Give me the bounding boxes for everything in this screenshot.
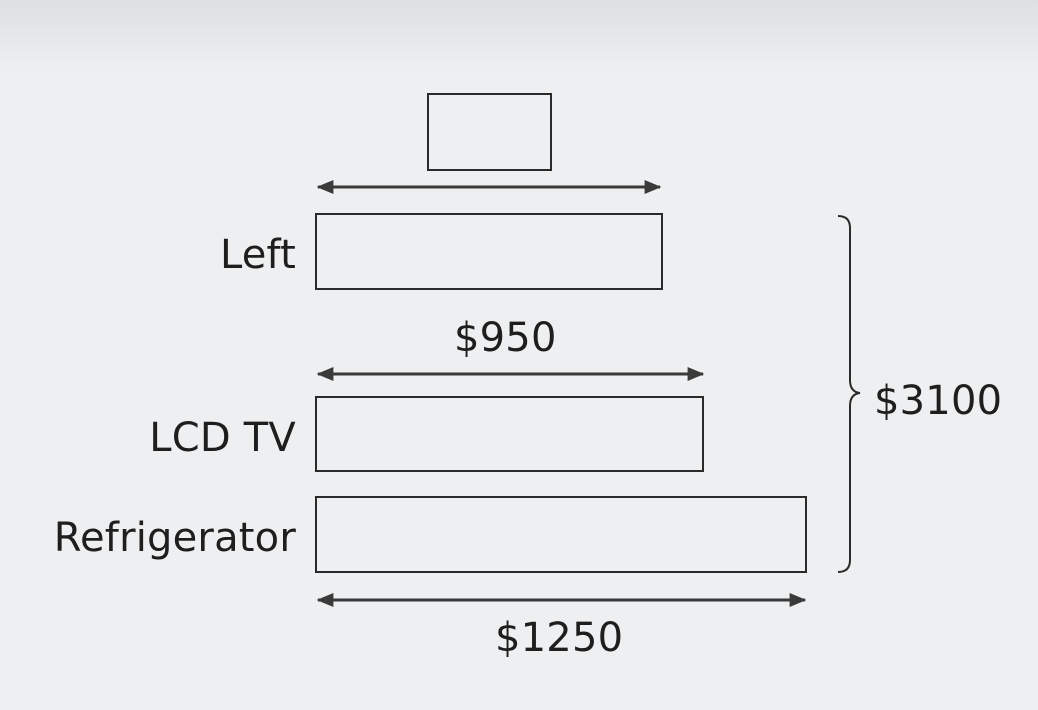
left-bar: [315, 213, 663, 290]
total-brace: [837, 215, 861, 573]
left-label: Left: [219, 232, 296, 278]
total-amount: $3100: [874, 378, 1003, 424]
tv-bar: [315, 396, 704, 472]
unit-box: [427, 93, 552, 171]
scan-background: [0, 0, 1038, 70]
fridge-difference-amount: $1250: [495, 615, 624, 661]
fridge-bar: [315, 496, 807, 573]
fridge-label: Refrigerator: [53, 515, 296, 561]
tv-label: LCD TV: [149, 415, 296, 461]
tv-difference-amount: $950: [454, 315, 557, 361]
